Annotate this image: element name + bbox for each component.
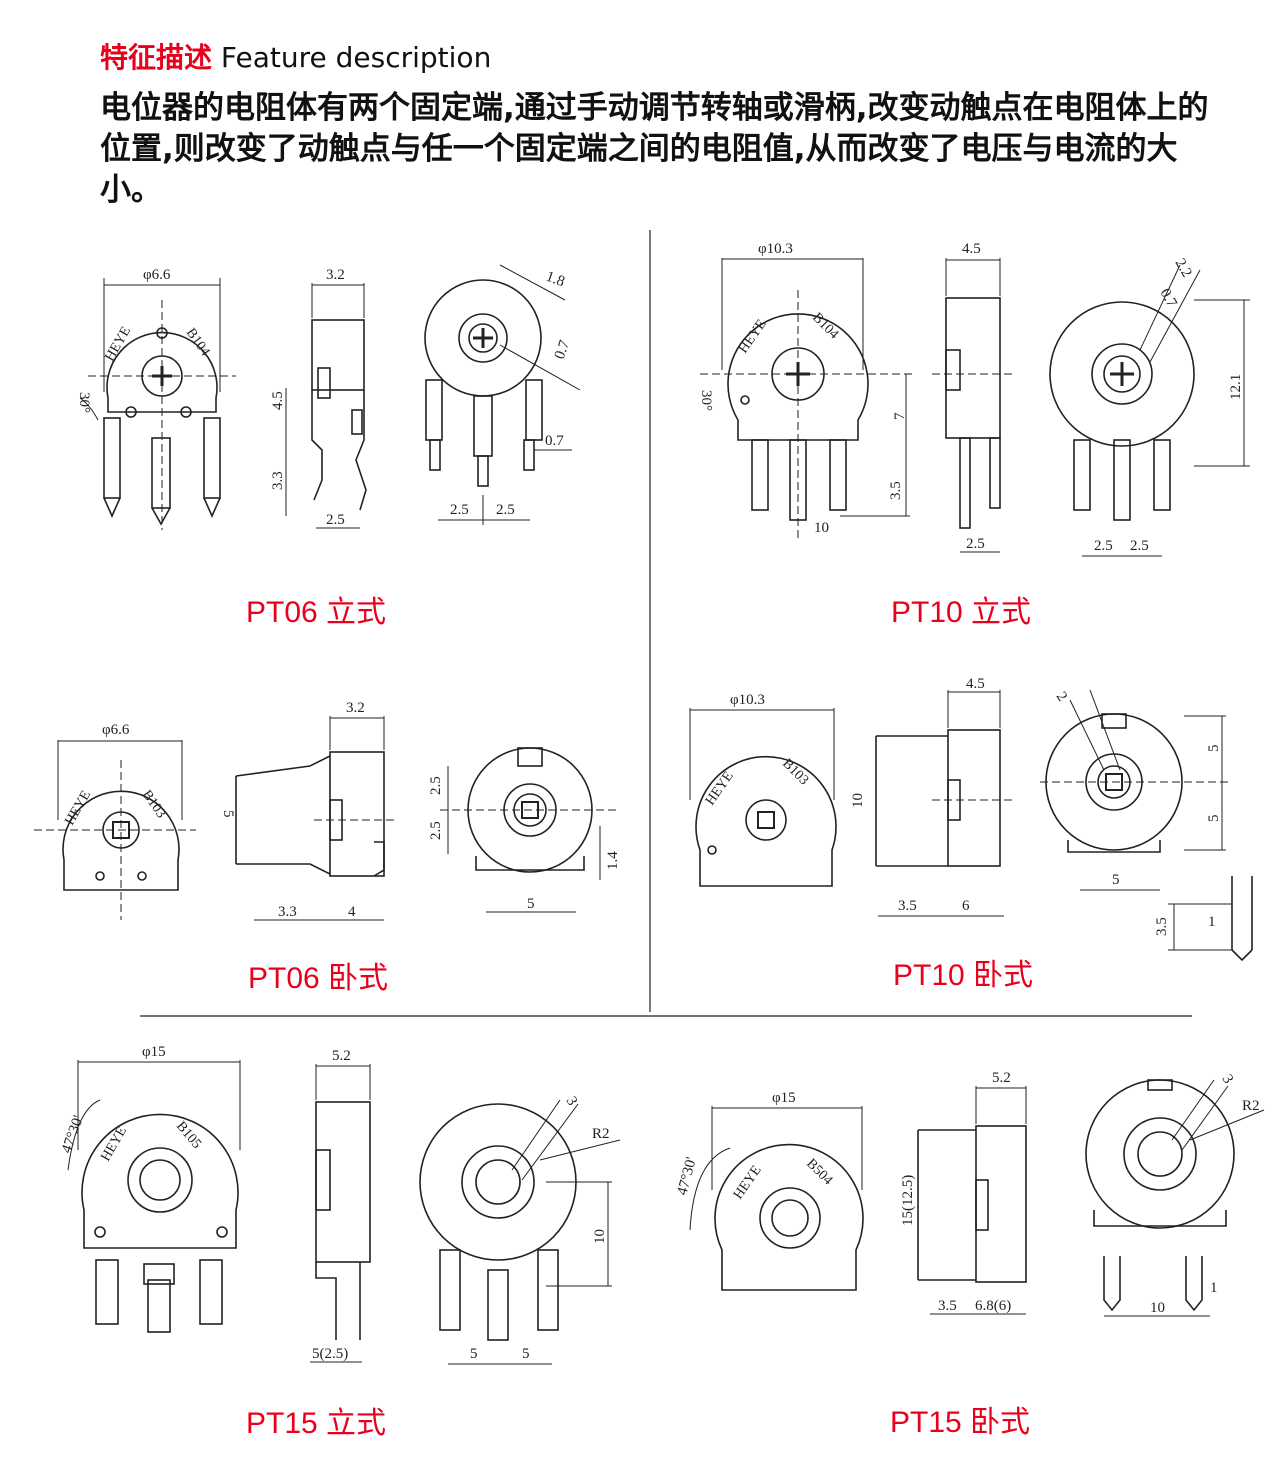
dim-pt15h-radius: R2	[1242, 1098, 1260, 1114]
pt10-horizontal-front	[689, 708, 837, 887]
dim-pt15v-pitch2: 5	[522, 1346, 530, 1362]
dim-pt06h-pitch: 5	[527, 896, 535, 912]
pt15-horizontal-side	[917, 1086, 1027, 1315]
dim-pt10h-upper: 5	[1206, 745, 1222, 753]
dim-pt10v-diameter: φ10.3	[758, 241, 793, 257]
dim-pt10v-pitch2: 2.5	[1130, 538, 1149, 554]
dim-pt06h-body: 4	[348, 904, 356, 920]
caption-pt06-horizontal: PT06 卧式	[248, 962, 389, 995]
pt06-horizontal-back	[440, 747, 620, 913]
feature-description: 电位器的电阻体有两个固定端,通过手动调节转轴或滑柄,改变动触点在电阻体上的位置,…	[100, 90, 1209, 208]
dim-pt15v-slot: 3	[563, 1094, 581, 1108]
dim-pt15h-depth: 5.2	[992, 1070, 1011, 1086]
dim-pt15v-depth: 5.2	[332, 1048, 351, 1064]
dim-pt15h-height: 15(12.5)	[900, 1175, 916, 1226]
pt15-vertical-side	[310, 1064, 371, 1363]
pt06-horizontal-front	[34, 740, 196, 920]
dim-pt15h-body: 6.8(6)	[975, 1298, 1011, 1314]
dim-pt06v-pitch1: 2.5	[450, 502, 469, 518]
pt06-vertical-back	[424, 264, 581, 525]
label-pt06h-b103: B103	[139, 788, 169, 821]
dim-pt06h-lead: 3.3	[278, 904, 297, 920]
dim-pt10h-diameter: φ10.3	[730, 692, 765, 708]
dim-pt15h-pitch: 10	[1150, 1300, 1165, 1316]
dim-pt10v-height: 7	[892, 412, 908, 420]
dim-pt10v-depth: 4.5	[962, 241, 981, 257]
dim-pt10h-lower: 5	[1206, 815, 1222, 823]
label-pt06v-b104: B104	[183, 326, 213, 359]
pt10-horizontal-side	[875, 690, 1012, 917]
dim-pt06h-lower: 2.5	[428, 821, 444, 840]
dim-pt10h-slot: 2	[1053, 689, 1070, 704]
pt10-vertical-side	[932, 258, 1012, 553]
feature-title-en: Feature description	[220, 41, 492, 74]
dim-pt15v-angle: 47°30'	[59, 1113, 87, 1155]
dim-pt06v-pinw: 0.7	[545, 433, 564, 449]
dim-pt10h-pinw: 1	[1208, 914, 1216, 930]
label-pt10v-heye: HEYE	[736, 317, 770, 356]
pt15-vertical-front	[67, 1060, 241, 1333]
caption-pt10-vertical: PT10 立式	[891, 596, 1032, 629]
dim-pt10v-angle: 30°	[698, 390, 714, 411]
dim-pt06h-pinh: 1.4	[605, 851, 621, 870]
dim-pt15v-radius: R2	[592, 1126, 610, 1142]
caption-pt15-vertical: PT15 立式	[246, 1407, 387, 1440]
dim-pt06v-angle: 30°	[76, 392, 92, 413]
pt06-horizontal-side	[235, 716, 394, 921]
feature-title-cn: 特征描述	[100, 41, 213, 74]
dim-pt15h-pinw: 1	[1210, 1280, 1218, 1296]
dim-pt10h-pitch: 5	[1112, 872, 1120, 888]
dim-pt15h-slot: 3	[1219, 1072, 1237, 1086]
dim-pt06v-pitch2: 2.5	[496, 502, 515, 518]
dim-pt06h-height: 5	[220, 810, 236, 818]
dim-pt15v-pitch-side: 5(2.5)	[312, 1346, 348, 1362]
dim-pt15v-diameter: φ15	[142, 1044, 166, 1060]
feature-heading: 特征描述 Feature description	[100, 38, 491, 78]
pt10-vertical-back	[1049, 264, 1250, 557]
pt10-vertical-front	[700, 258, 912, 540]
dim-pt06h-depth: 3.2	[346, 700, 365, 716]
dim-pt10v-pin: 3.5	[888, 481, 904, 500]
pt10-horizontal-back	[1040, 689, 1253, 962]
dim-pt06v-height: 4.5	[270, 391, 286, 410]
dim-pt15v-height: 10	[592, 1229, 608, 1244]
dim-pt15h-diameter: φ15	[772, 1090, 796, 1106]
label-pt10h-b103: B103	[779, 756, 811, 788]
label-pt06h-heye: HEYE	[62, 788, 94, 828]
label-pt10v-b104: B104	[809, 310, 841, 342]
caption-pt15-horizontal: PT15 卧式	[890, 1406, 1031, 1439]
pt15-horizontal-front	[689, 1106, 864, 1291]
pt06-vertical-front	[79, 278, 236, 530]
dim-pt06v-pin: 3.3	[270, 471, 286, 490]
caption-pt06-vertical: PT06 立式	[246, 596, 387, 629]
dim-pt06v-pitch-side: 2.5	[326, 512, 345, 528]
dim-pt10v-pitch1: 2.5	[1094, 538, 1113, 554]
dim-pt15h-lead: 3.5	[938, 1298, 957, 1314]
pt15-horizontal-back	[1085, 1079, 1265, 1317]
dim-pt10h-pinlen: 3.5	[1154, 917, 1170, 936]
dim-pt15v-pitch1: 5	[470, 1346, 478, 1362]
dim-pt06v-slotw: 0.7	[552, 338, 574, 362]
dim-pt10h-body: 6	[962, 898, 970, 914]
dim-pt10h-lead: 3.5	[898, 898, 917, 914]
label-pt15v-b105: B105	[173, 1119, 204, 1152]
dim-pt10v-overall: 12.1	[1228, 374, 1244, 400]
label-pt15h-b504: B504	[803, 1156, 835, 1188]
label-pt15v-heye: HEYE	[98, 1124, 130, 1164]
dim-pt06v-depth: 3.2	[326, 267, 345, 283]
dim-pt06v-slot: 1.8	[544, 269, 567, 290]
pt15-vertical-back	[419, 1099, 621, 1365]
dim-pt10h-height: 10	[850, 793, 866, 808]
caption-pt10-horizontal: PT10 卧式	[893, 959, 1034, 992]
pt06-vertical-side	[285, 283, 367, 529]
dim-pt10v-d10: 10	[814, 520, 829, 536]
dim-pt06h-diameter: φ6.6	[102, 722, 130, 738]
dim-pt06v-diameter: φ6.6	[143, 267, 171, 283]
dim-pt10v-pitch-side: 2.5	[966, 536, 985, 552]
label-pt15h-heye: HEYE	[731, 1163, 765, 1202]
dim-pt06h-upper: 2.5	[428, 776, 444, 795]
dim-pt10h-depth: 4.5	[966, 676, 985, 692]
